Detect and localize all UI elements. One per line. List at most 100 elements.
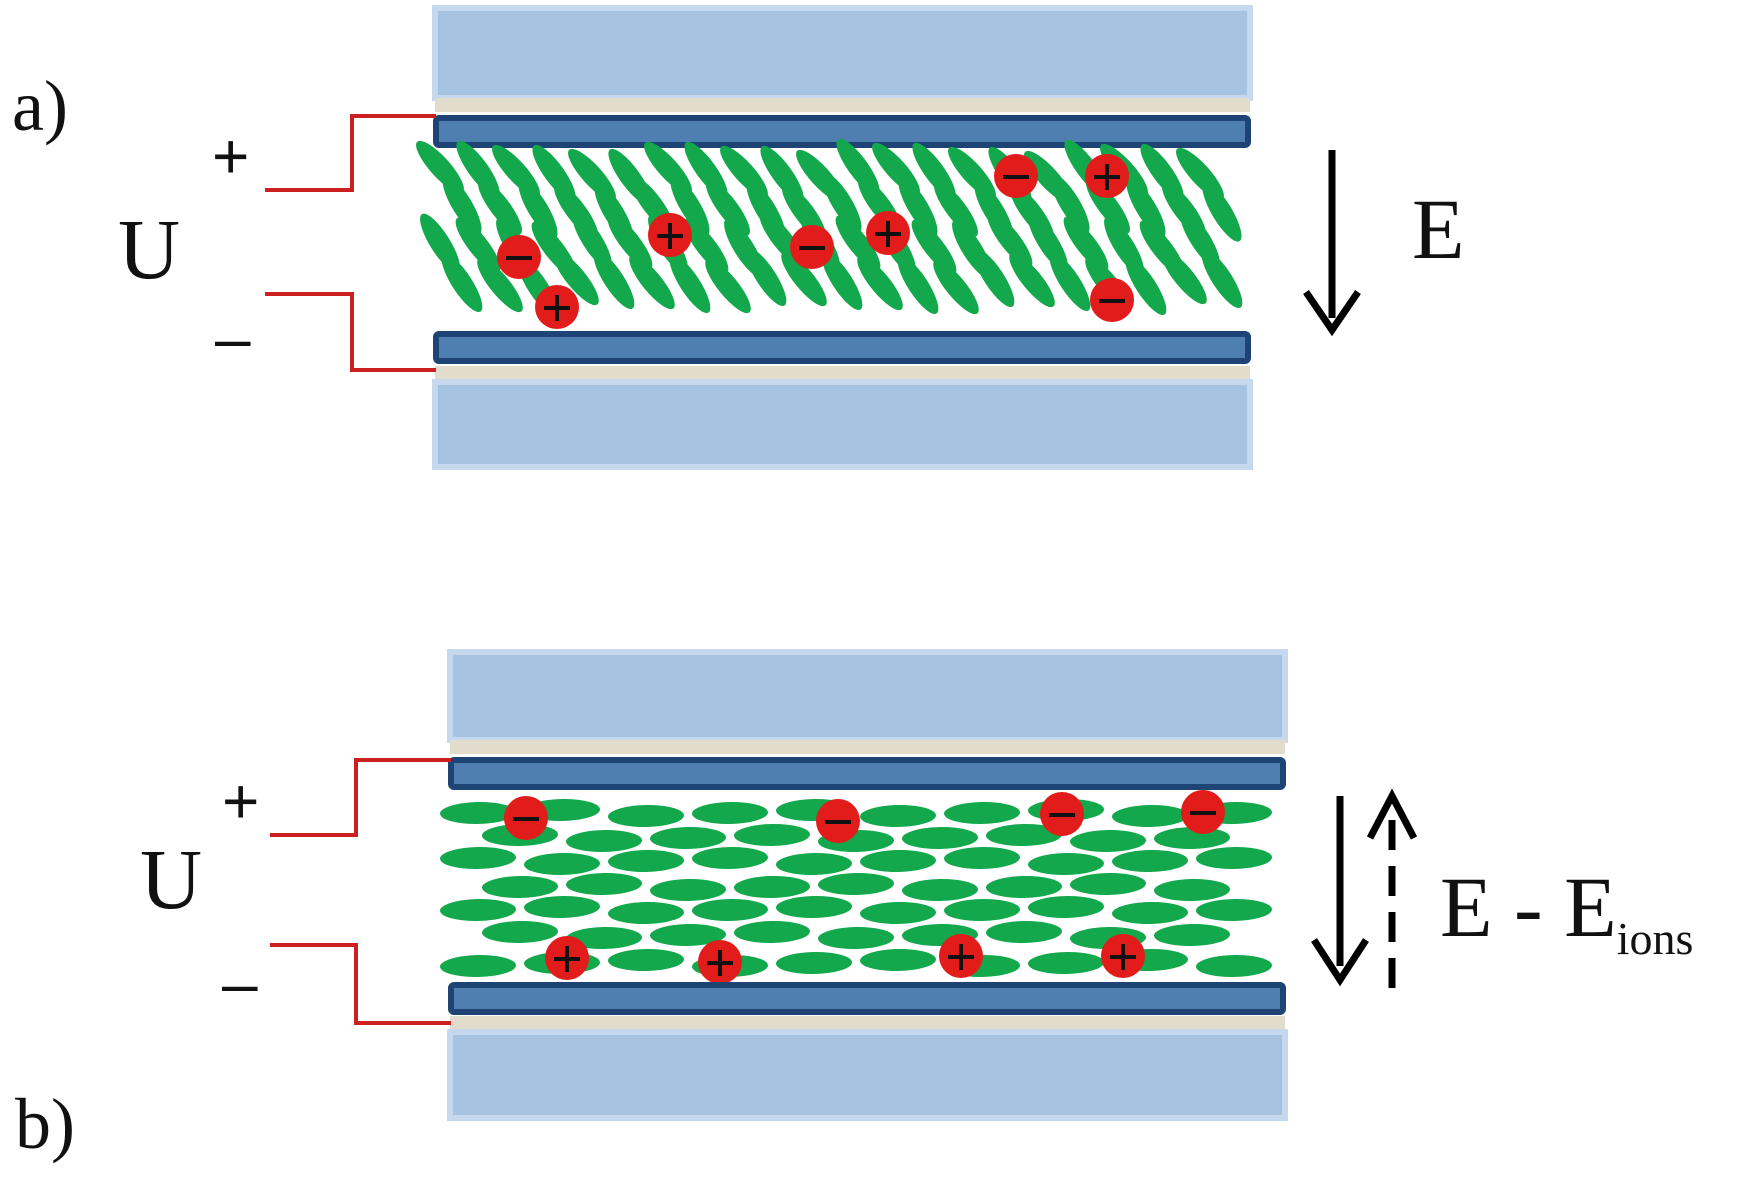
lc-molecule xyxy=(1112,804,1188,828)
top-alignment-layer xyxy=(435,98,1250,112)
negative-wire xyxy=(265,292,436,372)
lc-molecule xyxy=(524,895,600,919)
lc-molecule xyxy=(608,948,684,972)
positive-ion xyxy=(866,211,910,255)
liquid-crystal-layer-tilted xyxy=(416,138,1243,317)
negative-ion xyxy=(994,154,1038,198)
ions-separated xyxy=(504,790,1225,984)
minus-sign: – xyxy=(215,302,251,374)
lc-molecule xyxy=(821,251,863,311)
lc-molecule xyxy=(860,901,936,925)
bottom-alignment-layer xyxy=(435,366,1250,380)
lc-molecule xyxy=(1154,923,1230,947)
lc-molecule xyxy=(776,852,852,876)
lc-molecule xyxy=(692,801,768,825)
lc-molecule xyxy=(441,253,483,313)
positive-ion xyxy=(545,936,589,980)
lc-molecule xyxy=(553,250,599,306)
lc-molecule xyxy=(566,872,642,896)
lc-molecule xyxy=(455,217,501,273)
lc-molecule xyxy=(902,878,978,902)
lc-molecule xyxy=(1196,846,1272,870)
lc-molecule xyxy=(482,920,558,944)
positive-wire xyxy=(270,758,451,837)
lc-molecule xyxy=(478,179,522,235)
lc-molecule xyxy=(1161,249,1207,305)
minus-sign: – xyxy=(222,947,258,1019)
plus-sign: + xyxy=(222,765,259,837)
negative-ion xyxy=(1090,278,1134,322)
ion-field-arrow-head xyxy=(1366,788,1418,840)
panel-a: a) + – U E xyxy=(12,5,1465,470)
negative-ion xyxy=(1181,790,1225,834)
lc-molecule xyxy=(482,875,558,899)
panel-a-label: a) xyxy=(12,66,68,146)
lc-molecule xyxy=(1063,216,1109,272)
lc-molecule xyxy=(593,250,635,310)
voltage-label: U xyxy=(118,201,180,297)
lc-molecule xyxy=(734,920,810,944)
applied-field-arrow-head xyxy=(1311,938,1369,987)
lc-molecule xyxy=(944,801,1020,825)
lc-molecule xyxy=(776,951,852,975)
lc-molecule xyxy=(902,826,978,850)
negative-ion xyxy=(790,225,834,269)
lc-molecule xyxy=(734,875,810,899)
lc-molecule xyxy=(933,259,979,315)
lc-molecule xyxy=(669,254,711,314)
lc-molecule xyxy=(670,176,710,236)
positive-ion xyxy=(535,285,579,329)
lc-molecule xyxy=(987,212,1033,268)
positive-ion xyxy=(698,940,742,984)
lc-molecule xyxy=(734,823,810,847)
lc-molecule xyxy=(683,218,729,274)
lc-molecule xyxy=(986,875,1062,899)
lc-molecule xyxy=(608,804,684,828)
lc-molecule xyxy=(608,901,684,925)
lc-molecule xyxy=(1028,951,1104,975)
lc-molecule xyxy=(781,251,827,307)
plus-sign: + xyxy=(212,120,249,192)
lc-molecule xyxy=(566,829,642,853)
ions-distributed xyxy=(497,154,1134,329)
lc-molecule xyxy=(705,258,751,314)
panel-b: + – U E - Eions b) xyxy=(15,649,1693,1164)
lc-molecule xyxy=(440,846,516,870)
lc-molecule xyxy=(745,247,787,307)
lc-molecule xyxy=(860,948,936,972)
lc-molecule xyxy=(1028,895,1104,919)
lc-molecule xyxy=(440,801,516,825)
lc-molecule xyxy=(1049,252,1091,312)
lc-molecule xyxy=(692,846,768,870)
positive-ion xyxy=(939,934,983,978)
lc-molecule xyxy=(898,177,938,237)
positive-ion xyxy=(648,213,692,257)
lc-molecule xyxy=(1154,878,1230,902)
lc-molecule xyxy=(629,254,675,310)
positive-wire xyxy=(265,114,436,192)
lc-molecule xyxy=(1125,256,1167,316)
lc-molecule xyxy=(822,173,862,233)
lc-molecule xyxy=(524,852,600,876)
negative-ion xyxy=(497,235,541,279)
lc-molecule xyxy=(973,248,1015,308)
lc-molecule xyxy=(860,804,936,828)
field-label-main: E - E xyxy=(1440,859,1617,955)
lc-molecule xyxy=(818,926,894,950)
lc-molecule xyxy=(818,872,894,896)
lc-molecule xyxy=(1112,901,1188,925)
lc-molecule xyxy=(1196,954,1272,978)
lc-molecule xyxy=(857,255,903,311)
lc-molecule xyxy=(860,849,936,873)
lc-molecule xyxy=(911,219,957,275)
lc-molecule xyxy=(518,179,558,239)
lc-molecule xyxy=(477,257,523,313)
bottom-glass-substrate xyxy=(432,379,1253,470)
negative-wire xyxy=(270,943,451,1025)
positive-ion xyxy=(1101,934,1145,978)
top-glass-substrate xyxy=(447,649,1288,743)
negative-ion xyxy=(1040,792,1084,836)
lc-molecule xyxy=(1126,178,1166,238)
bottom-alignment-layer xyxy=(450,1016,1285,1030)
